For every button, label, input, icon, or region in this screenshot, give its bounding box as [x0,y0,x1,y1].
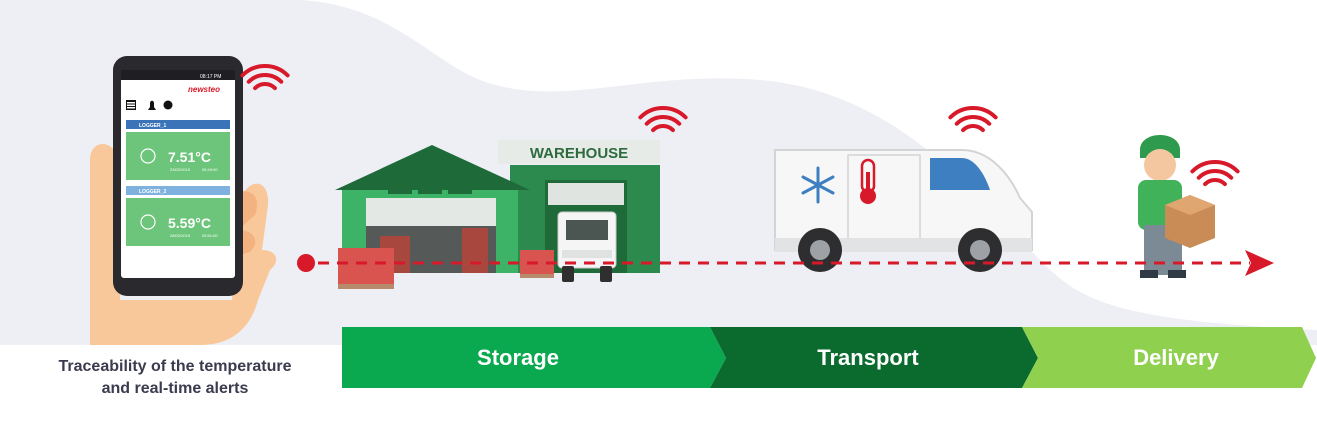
logger-card-1[interactable]: LOGGER_1 7.51°C 23/02/2019 05:49:00 [126,120,230,180]
logger-time: 05:49:00 [202,167,218,172]
stage-transport [710,327,1038,388]
thermometer-icon [860,158,876,204]
delivery-person [1138,135,1215,278]
thermometer-icon [140,148,156,164]
route-line [297,250,1274,276]
refrigerated-van [774,149,1033,272]
bell-icon[interactable] [148,100,156,110]
menu-icon[interactable] [126,100,136,110]
logger-time: 05:51:00 [202,233,218,238]
snowflake-icon [801,166,835,204]
logger-name: LOGGER_1 [139,123,166,129]
logger-date: 23/02/2019 [170,167,191,172]
logger-name: LOGGER_2 [139,189,166,195]
stage-label-transport: Transport [817,345,919,370]
caption: Traceability of the temperature and real… [20,356,330,400]
logger-temperature: 5.59°C [168,215,211,231]
stage-storage [342,327,726,388]
stage-bar: Storage Transport Delivery [342,327,1316,388]
wifi-signal-icon [1190,160,1240,187]
stage-label-delivery: Delivery [1133,345,1219,370]
caption-line-2: and real-time alerts [101,380,249,397]
logger-temperature: 7.51°C [168,149,211,165]
route-start-dot [297,254,315,272]
status-time: 08:17 PM [200,74,221,80]
delivery-truck [557,211,617,282]
logger-card-2[interactable]: LOGGER_2 5.59°C 28/02/2019 05:51:00 [126,186,230,246]
help-icon[interactable] [163,100,173,110]
warehouse-sign: WAREHOUSE [530,145,628,162]
wifi-signal-icon [240,64,290,91]
route-arrow-icon [1245,250,1274,276]
smartphone: 08:17 PM newsteo LOGGER_1 7.51°C 23/02/2… [113,56,243,296]
thermometer-icon [140,214,156,230]
logger-date: 28/02/2019 [170,233,191,238]
brand-logo: newsteo [188,85,220,94]
wifi-signal-icon [638,106,688,133]
stage-delivery [1022,327,1316,388]
caption-line-1: Traceability of the temperature [58,358,292,375]
wifi-signal-icon [948,106,998,133]
stage-label-storage: Storage [477,345,559,370]
